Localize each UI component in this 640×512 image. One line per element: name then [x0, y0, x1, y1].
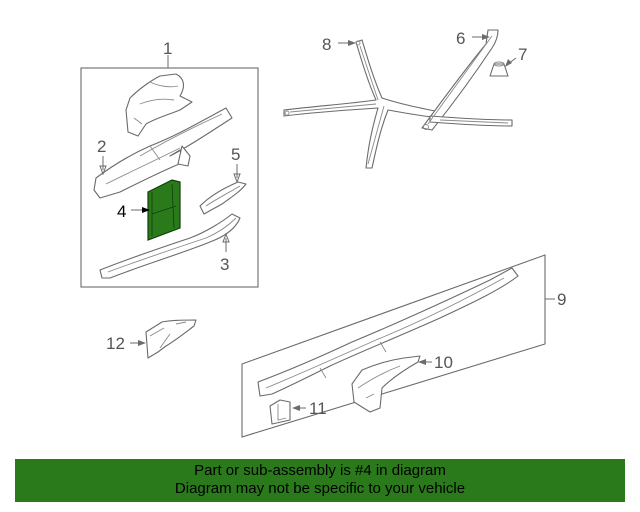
assembly-1-group — [80, 55, 259, 288]
callout-4: 4 — [117, 202, 126, 221]
part-2-drawing — [93, 73, 233, 199]
parts-diagram: 1 2 3 4 5 6 7 8 9 10 11 12 — [80, 29, 566, 438]
callout-8: 8 — [322, 35, 331, 54]
callout-5: 5 — [231, 145, 240, 164]
callout-3: 3 — [220, 255, 229, 274]
callout-6: 6 — [456, 29, 465, 48]
info-banner: Part or sub-assembly is #4 in diagram Di… — [15, 459, 625, 502]
callout-10: 10 — [434, 353, 453, 372]
banner-line-2: Diagram may not be specific to your vehi… — [174, 480, 466, 497]
callout-1: 1 — [163, 39, 172, 58]
banner-line-1: Part or sub-assembly is #4 in diagram — [194, 462, 446, 479]
assembly-9-group — [241, 254, 555, 438]
part-4-drawing — [147, 179, 181, 241]
part-7-drawing — [489, 57, 517, 77]
callout-12: 12 — [106, 334, 125, 353]
part-3-drawing — [99, 213, 241, 279]
part-5-drawing — [199, 181, 247, 215]
callout-11: 11 — [309, 399, 327, 418]
callout-2: 2 — [97, 137, 106, 156]
assembly-1-frame — [80, 67, 259, 288]
part-6-drawing — [421, 29, 513, 131]
part-12-drawing — [130, 319, 197, 359]
callout-9: 9 — [557, 290, 566, 309]
callout-7: 7 — [518, 45, 527, 64]
part-8-drawing — [283, 39, 441, 169]
